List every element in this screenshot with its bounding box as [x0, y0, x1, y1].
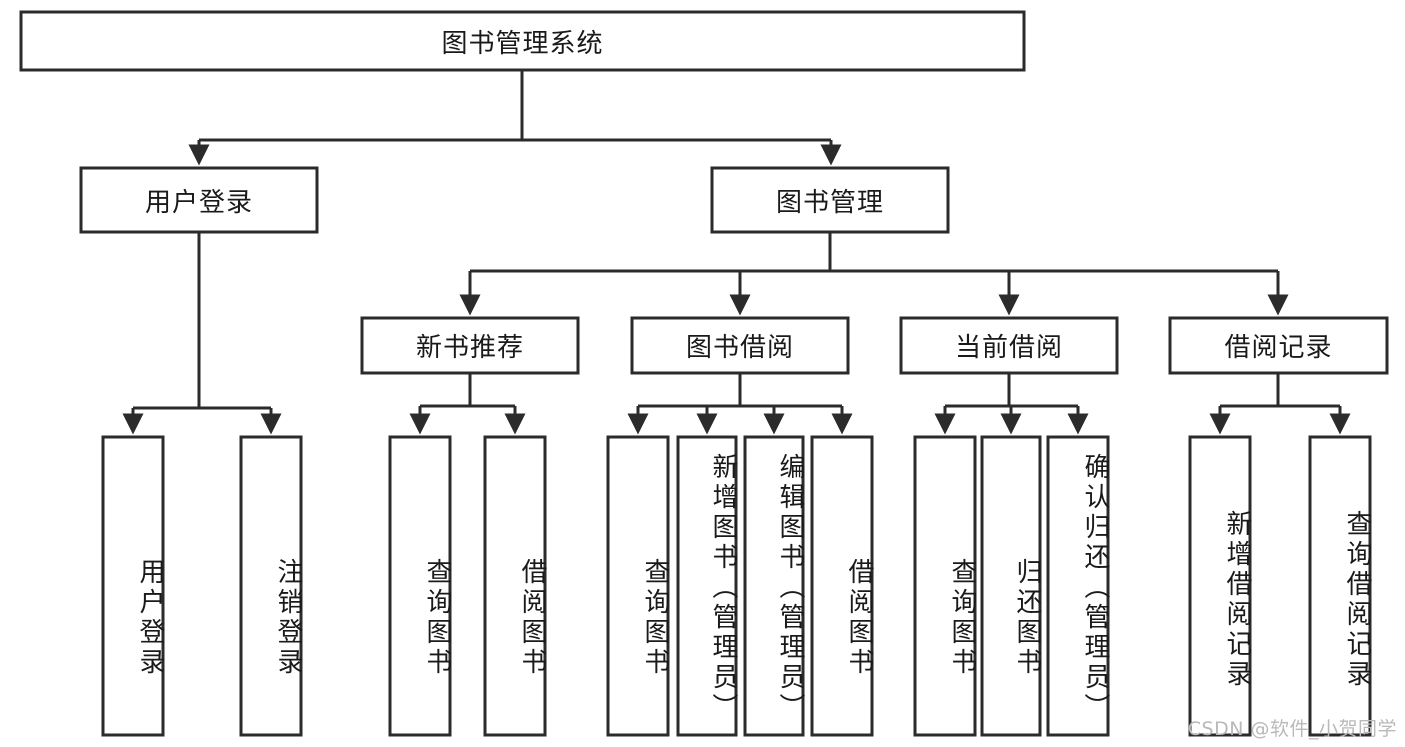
node-box-leaf-user-login[interactable]: [101, 435, 165, 737]
node-label-borrow-record: 借阅记录: [1224, 333, 1333, 363]
connectors-book-manage-to-level3: [459, 232, 1289, 316]
csdn-watermark: CSDN @软件_小贺同学: [1187, 718, 1397, 740]
node-box-leaf-borrow-edit-book[interactable]: [743, 435, 805, 737]
node-label-book-borrow: 图书借阅: [685, 333, 794, 363]
node-label-book-manage: 图书管理: [775, 187, 884, 218]
node-box-leaf-record-add[interactable]: [1188, 435, 1252, 737]
connectors-borrow-record-to-leaves: [1209, 373, 1351, 435]
node-label-root: 图书管理系统: [441, 28, 604, 59]
node-box-user-login[interactable]: [79, 166, 319, 234]
node-box-leaf-borrow-add-book[interactable]: [676, 435, 738, 737]
node-box-leaf-current-query-book[interactable]: [913, 435, 977, 737]
connectors-book-borrow-to-leaves: [627, 373, 853, 435]
node-rectangles: [19, 10, 1389, 737]
node-label-leaf-borrow-edit-book: 编辑图书（管理员）: [775, 453, 805, 723]
node-box-leaf-recommend-borrow-book[interactable]: [483, 435, 547, 737]
node-label-leaf-borrow-borrow-book: 借阅图书: [844, 557, 874, 678]
node-box-leaf-borrow-borrow-book[interactable]: [810, 435, 874, 737]
node-label-leaf-recommend-borrow-book: 借阅图书: [517, 557, 547, 678]
node-label-user-login: 用户登录: [144, 187, 253, 218]
node-box-root[interactable]: [19, 10, 1026, 72]
node-label-current-borrow: 当前借阅: [954, 333, 1063, 363]
node-box-borrow-record[interactable]: [1168, 316, 1389, 375]
node-box-current-borrow[interactable]: [899, 316, 1119, 375]
node-label-leaf-borrow-add-book: 新增图书（管理员）: [708, 453, 738, 723]
node-label-new-book-recommend: 新书推荐: [415, 333, 524, 363]
node-box-leaf-current-confirm-return[interactable]: [1046, 435, 1110, 737]
node-label-leaf-borrow-query-book: 查询图书: [640, 557, 670, 678]
connectors-root-to-level2: [188, 70, 842, 166]
node-box-leaf-current-return-book[interactable]: [980, 435, 1042, 737]
node-box-leaf-record-query[interactable]: [1308, 435, 1372, 737]
node-label-leaf-user-logout: 注销登录: [273, 557, 303, 678]
node-box-book-manage[interactable]: [710, 166, 950, 234]
node-box-new-book-recommend[interactable]: [360, 316, 580, 375]
node-label-leaf-record-add: 新增借阅记录: [1222, 510, 1252, 690]
connectors-current-borrow-to-leaves: [934, 373, 1089, 435]
node-box-book-borrow[interactable]: [630, 316, 850, 375]
node-box-leaf-user-logout[interactable]: [239, 435, 303, 737]
node-label-leaf-recommend-query-book: 查询图书: [422, 557, 452, 678]
node-label-leaf-current-return-book: 归还图书: [1012, 557, 1042, 678]
node-label-leaf-current-query-book: 查询图书: [947, 557, 977, 678]
node-label-leaf-user-login: 用户登录: [135, 557, 165, 678]
node-label-leaf-record-query: 查询借阅记录: [1342, 510, 1372, 690]
node-box-leaf-recommend-query-book[interactable]: [388, 435, 452, 737]
connectors-user-login-to-leaves: [122, 232, 282, 435]
connectors-new-book-recommend-to-leaves: [409, 373, 526, 435]
node-label-leaf-current-confirm-return: 确认归还（管理员）: [1080, 453, 1110, 723]
node-box-leaf-borrow-query-book[interactable]: [606, 435, 670, 737]
